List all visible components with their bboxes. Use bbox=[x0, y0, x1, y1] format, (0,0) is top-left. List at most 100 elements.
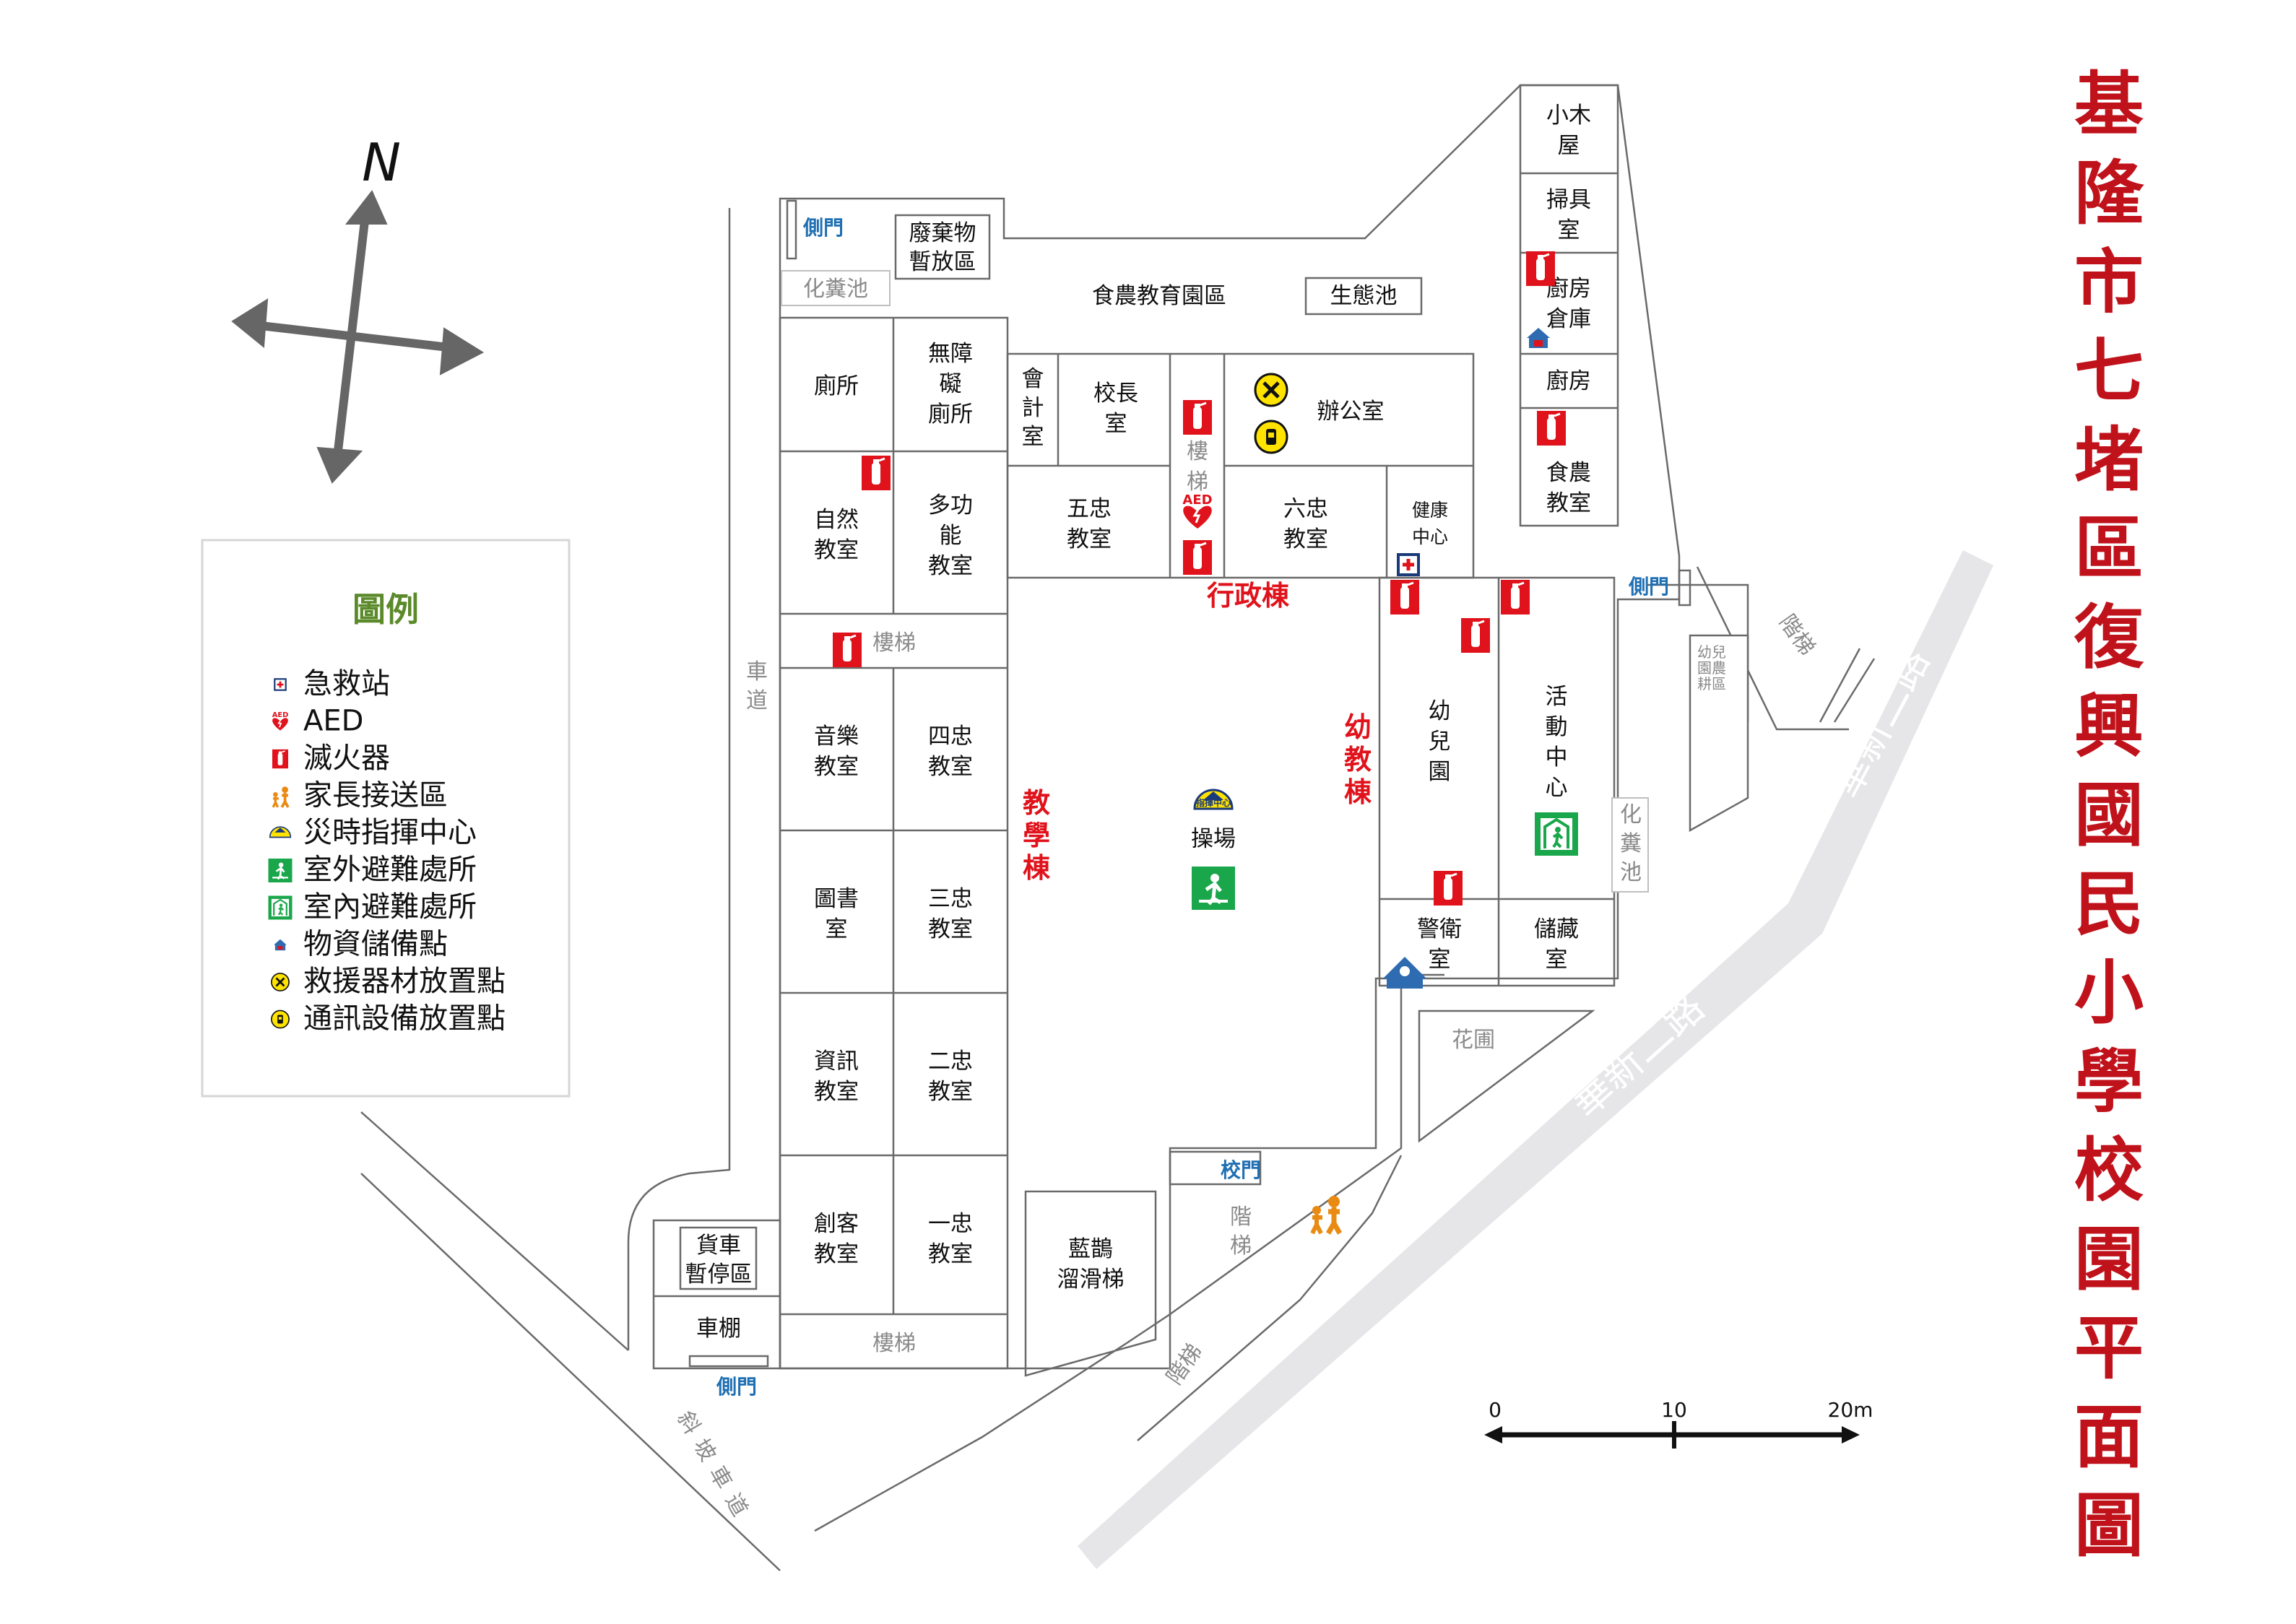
side-gate-east: 側門 bbox=[1628, 575, 1669, 599]
room-health-2: 中心 bbox=[1412, 526, 1448, 547]
slide-1: 藍鵲 bbox=[1068, 1236, 1113, 1262]
septic-box-2 bbox=[1611, 797, 1649, 893]
room-accounting-3: 室 bbox=[1022, 424, 1044, 450]
room-kitchen-storage-2: 倉庫 bbox=[1546, 306, 1591, 332]
kinder-building-2: 教 bbox=[1344, 744, 1372, 776]
truck-2: 暫停區 bbox=[685, 1262, 753, 1288]
title-char: 園 bbox=[2074, 1219, 2144, 1300]
first-aid-icon bbox=[273, 677, 287, 692]
main-gate: 校門 bbox=[1221, 1158, 1261, 1182]
stairs-admin-2: 梯 bbox=[1187, 469, 1208, 495]
side-gate-sw: 側門 bbox=[716, 1375, 757, 1399]
room-toilet: 廁所 bbox=[814, 373, 859, 399]
slide-2: 溜滑梯 bbox=[1057, 1267, 1125, 1293]
room-accessible-toilet-3: 廁所 bbox=[928, 401, 973, 427]
compass-north: N bbox=[362, 132, 401, 193]
kinder-farm-1: 幼兒 bbox=[1697, 643, 1726, 661]
title-char: 復 bbox=[2074, 597, 2144, 678]
room-computer-2: 教室 bbox=[814, 1079, 859, 1105]
title-char: 圖 bbox=[2074, 1485, 2144, 1566]
legend-item-label: 滅火器 bbox=[303, 742, 390, 775]
title-char: 平 bbox=[2074, 1308, 2144, 1389]
stairs-east: 階梯 bbox=[1774, 610, 1819, 660]
room-guard-1: 警衛 bbox=[1417, 916, 1462, 942]
title-char: 市 bbox=[2074, 242, 2144, 323]
road-band bbox=[1078, 550, 1993, 1569]
title-char: 隆 bbox=[2074, 153, 2144, 234]
slope-driveway-3: 車 bbox=[704, 1462, 737, 1493]
room-class5-1: 五忠 bbox=[1067, 496, 1112, 522]
title-char: 國 bbox=[2074, 775, 2144, 856]
campus-outline bbox=[779, 84, 1681, 1370]
scale-10: 10 bbox=[1661, 1398, 1687, 1422]
room-principal-1: 校長 bbox=[1093, 381, 1138, 407]
indoor-shelter-icon bbox=[1533, 811, 1580, 857]
eco-pond: 生態池 bbox=[1330, 283, 1398, 309]
outdoor-shelter-icon bbox=[1192, 867, 1235, 910]
teaching-building-1: 教 bbox=[1023, 787, 1050, 819]
legend-item-label: 通訊設備放置點 bbox=[303, 1002, 506, 1035]
legend-item-label: 室外避難處所 bbox=[303, 854, 477, 887]
legend-item-label: 家長接送區 bbox=[303, 779, 448, 812]
communication-equipment-icon bbox=[1254, 420, 1288, 454]
room-science-2: 教室 bbox=[814, 537, 859, 563]
room-library-1: 圖書 bbox=[814, 886, 859, 912]
room-food-farm-1: 食農 bbox=[1546, 460, 1591, 486]
stairs-main-1: 階 bbox=[1230, 1204, 1252, 1230]
room-kindergarten-2: 兒 bbox=[1429, 729, 1451, 755]
room-cabin-1: 小木 bbox=[1546, 103, 1591, 129]
room-class3-2: 教室 bbox=[928, 916, 973, 942]
room-multipurpose-2: 能 bbox=[940, 523, 962, 549]
driveway-2: 道 bbox=[746, 688, 768, 713]
fire-extinguisher-icon bbox=[1182, 399, 1213, 436]
room-health-1: 健康 bbox=[1412, 500, 1448, 521]
room-multipurpose-3: 教室 bbox=[928, 553, 973, 579]
fire-extinguisher-icon bbox=[1432, 869, 1464, 907]
room-activity-2: 動 bbox=[1546, 714, 1568, 740]
playground: 操場 bbox=[1191, 826, 1236, 852]
title-char: 基 bbox=[2074, 64, 2144, 145]
room-library-2: 室 bbox=[826, 916, 848, 942]
room-activity-1: 活 bbox=[1546, 684, 1568, 710]
title-char: 校 bbox=[2074, 1130, 2144, 1211]
room-accounting-1: 會 bbox=[1022, 366, 1044, 392]
room-science-1: 自然 bbox=[814, 507, 859, 533]
compass bbox=[231, 190, 485, 484]
room-cabin-2: 屋 bbox=[1558, 133, 1580, 159]
kinder-building-1: 幼 bbox=[1344, 711, 1372, 743]
slope-driveway-1: 斜 bbox=[672, 1407, 705, 1438]
legend-items: 急救站AED滅火器家長接送區災時指揮中心室外避難處所室內避難處所物資儲備點救援器… bbox=[267, 667, 506, 1035]
room-principal-2: 室 bbox=[1105, 411, 1127, 437]
room-computer-1: 資訊 bbox=[814, 1048, 859, 1074]
communication-equipment-icon bbox=[271, 1009, 290, 1029]
septic-2-3: 池 bbox=[1620, 860, 1642, 885]
room-accessible-toilet-2: 礙 bbox=[940, 371, 962, 397]
stairs-south: 樓梯 bbox=[872, 1331, 916, 1356]
legend-title: 圖例 bbox=[352, 590, 419, 629]
legend-item-label: 急救站 bbox=[303, 667, 390, 700]
aed-icon bbox=[1181, 491, 1214, 530]
guard-supply-icon bbox=[1383, 957, 1426, 989]
room-class4-2: 教室 bbox=[928, 754, 973, 780]
teaching-building-2: 學 bbox=[1023, 820, 1050, 851]
fire-extinguisher-icon bbox=[1499, 578, 1531, 616]
legend-box bbox=[201, 539, 571, 1098]
command-center-badge: 指揮中心 bbox=[1196, 797, 1231, 808]
garden: 花圃 bbox=[1452, 1028, 1495, 1053]
kinder-farm-2: 園農 bbox=[1697, 659, 1726, 677]
stairs-admin-1: 樓 bbox=[1187, 439, 1208, 464]
room-class5-2: 教室 bbox=[1067, 526, 1112, 552]
title-char: 興 bbox=[2074, 686, 2144, 767]
room-office: 辦公室 bbox=[1317, 399, 1385, 425]
room-activity-4: 心 bbox=[1546, 775, 1568, 801]
room-food-farm-2: 教室 bbox=[1546, 490, 1591, 516]
rescue-equipment-icon bbox=[270, 972, 290, 992]
room-activity-3: 中 bbox=[1546, 744, 1568, 770]
truck-1: 貨車 bbox=[696, 1233, 741, 1259]
fire-extinguisher-icon bbox=[1525, 250, 1556, 287]
room-accounting-2: 計 bbox=[1022, 395, 1044, 421]
room-multipurpose-1: 多功 bbox=[928, 492, 973, 518]
scale-0: 0 bbox=[1489, 1398, 1502, 1422]
indoor-shelter-icon bbox=[267, 895, 293, 921]
